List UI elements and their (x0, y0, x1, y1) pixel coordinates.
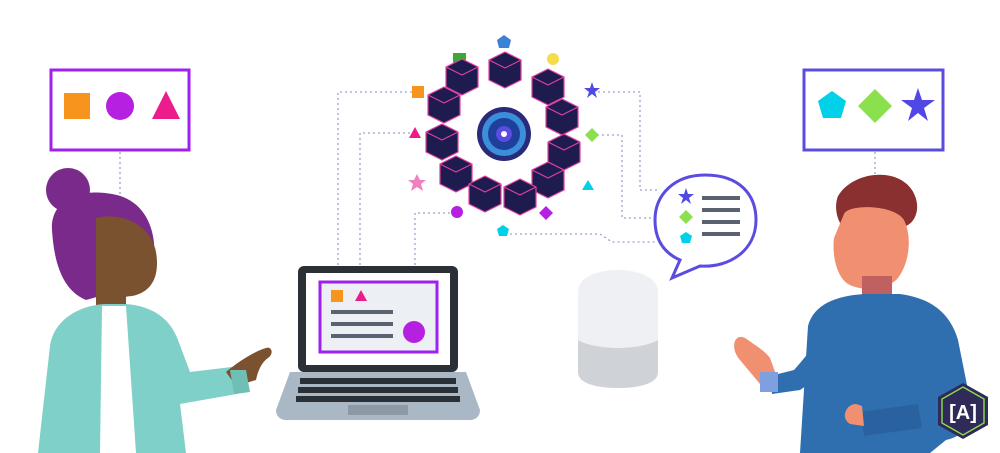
cube-ring (425, 51, 581, 216)
person-right (734, 174, 971, 453)
violet-diamond-icon (539, 206, 553, 220)
bubble-pentagon-icon (680, 232, 692, 243)
laptop-trackpad (348, 405, 408, 415)
violet-circle-icon (451, 206, 463, 218)
cube-ring-cubes (425, 51, 581, 216)
lime-diamond-icon (585, 128, 599, 142)
laptop-circle-icon (403, 321, 425, 343)
indigo-star-icon (584, 82, 600, 98)
laptop-triangle-icon (355, 290, 367, 301)
person-left (38, 168, 272, 453)
yellow-circle-icon (547, 53, 559, 65)
smart-speaker (578, 270, 658, 388)
core-orb-icon (477, 107, 531, 161)
triangle-icon (152, 91, 180, 119)
bubble-diamond-icon (679, 210, 693, 224)
circle-icon (106, 92, 134, 120)
cyan-triangle-icon (582, 180, 594, 190)
blue-pentagon-icon (497, 35, 511, 48)
speech-bubble (653, 173, 758, 281)
cyan-pentagon-icon (497, 225, 509, 236)
star-icon (901, 88, 935, 121)
laptop-keyboard (296, 378, 460, 402)
laptop-square-icon (331, 290, 343, 302)
bracket-a-logo: [A] (938, 383, 988, 439)
right-symbol-panel (802, 68, 945, 152)
square-icon (64, 93, 90, 119)
logo-text: [A] (949, 402, 977, 424)
pentagon-icon (818, 91, 846, 118)
pink-star-icon (408, 174, 426, 191)
left-symbol-panel (49, 68, 191, 152)
orange-square-icon (412, 86, 424, 98)
laptop (276, 266, 480, 420)
diamond-icon (858, 89, 892, 123)
bubble-star-icon (678, 188, 694, 204)
magenta-triangle-icon (409, 127, 421, 138)
connector-lines (119, 91, 876, 320)
